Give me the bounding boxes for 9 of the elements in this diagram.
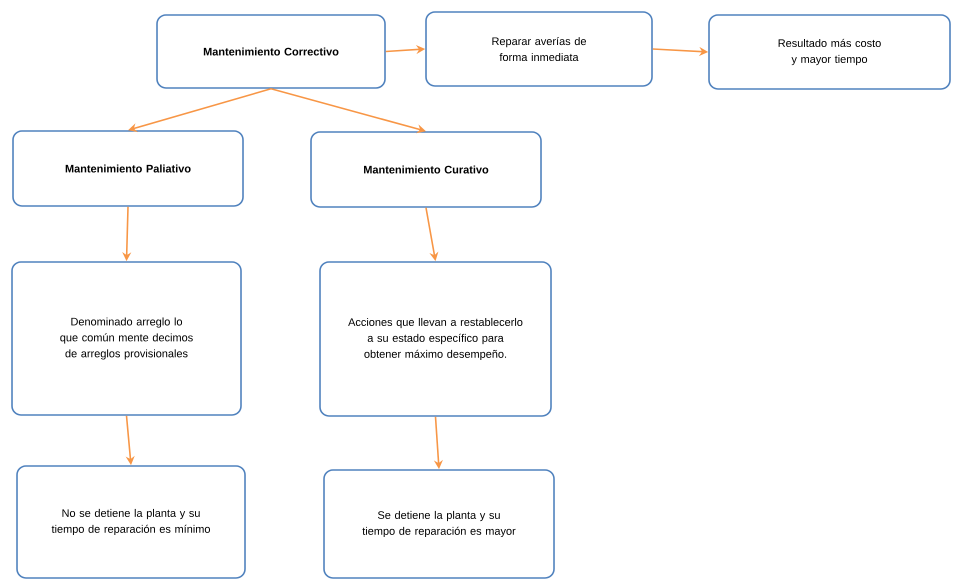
- process-box: Se detiene la planta y su tiempo de reparación es mayor: [323, 469, 555, 579]
- process-box: Reparar averías de forma inmediata: [425, 11, 653, 87]
- process-box: Resultado más costo y mayor tiempo: [708, 14, 951, 90]
- process-box: No se detiene la planta y su tiempo de reparación es mínimo: [16, 465, 246, 579]
- process-box: Acciones que llevan a restablecerlo a su estado específico para obtener máximo desempeño.: [319, 261, 552, 417]
- process-box: Mantenimiento Curativo: [310, 131, 542, 208]
- process-box: Mantenimiento Correctivo: [156, 14, 386, 89]
- process-box: Mantenimiento Paliativo: [12, 130, 244, 207]
- process-box: Denominado arreglo lo que común mente decimos de arreglos provisionales: [11, 261, 242, 416]
